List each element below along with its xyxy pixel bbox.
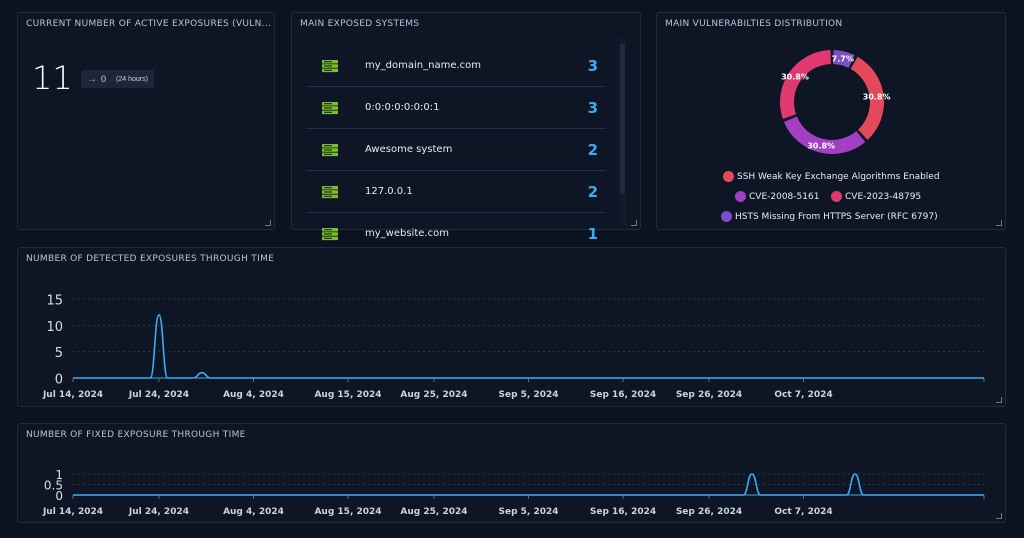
resize-handle[interactable] xyxy=(996,397,1002,403)
series-line[interactable] xyxy=(73,313,984,379)
scrollbar-thumb[interactable] xyxy=(620,44,625,194)
trend-badge: → 0 (24 hours) xyxy=(81,70,154,88)
resize-handle[interactable] xyxy=(265,220,271,226)
x-tick-label: Aug 25, 2024 xyxy=(400,390,467,400)
legend-dot xyxy=(735,191,746,202)
system-exposure-count: 3 xyxy=(587,98,598,117)
series-line[interactable] xyxy=(73,473,984,496)
vuln-distribution-panel: MAIN VULNERABILTIES DISTRIBUTION 30.8%30… xyxy=(656,12,1006,230)
donut-slice[interactable] xyxy=(833,50,855,68)
donut-slice[interactable] xyxy=(780,50,831,119)
system-row[interactable]: 127.0.0.1 2 xyxy=(306,171,606,213)
system-name: Awesome system xyxy=(365,144,453,155)
legend-item[interactable]: CVE-2023-48795 xyxy=(831,191,921,202)
system-name: 0:0:0:0:0:0:0:1 xyxy=(365,102,440,113)
legend-item[interactable]: HSTS Missing From HTTPS Server (RFC 6797… xyxy=(721,211,938,222)
y-tick-label: 0 xyxy=(55,489,63,503)
server-icon xyxy=(322,101,338,114)
slice-label: 30.8% xyxy=(807,142,835,151)
system-exposure-count: 2 xyxy=(587,182,598,201)
server-icon xyxy=(322,143,338,156)
systems-scrollbar[interactable] xyxy=(619,38,626,226)
x-tick-label: Sep 16, 2024 xyxy=(590,507,656,517)
y-tick-label: 1 xyxy=(55,468,63,482)
system-name: my_website.com xyxy=(365,228,449,239)
x-tick-label: Aug 4, 2024 xyxy=(223,507,284,517)
slice-label: 30.8% xyxy=(781,72,809,81)
legend-label: CVE-2023-48795 xyxy=(845,191,922,202)
x-tick-label: Jul 24, 2024 xyxy=(128,390,189,400)
server-icon xyxy=(322,185,338,198)
system-name: 127.0.0.1 xyxy=(365,186,413,197)
x-tick-label: Sep 5, 2024 xyxy=(498,390,558,400)
donut-slice[interactable] xyxy=(850,56,884,140)
server-icon xyxy=(322,227,338,240)
trend-value: 0 xyxy=(101,74,107,84)
slice-label: 7.7% xyxy=(832,54,854,63)
x-tick-label: Aug 4, 2024 xyxy=(223,390,284,400)
legend-dot xyxy=(831,191,842,202)
x-tick-label: Sep 5, 2024 xyxy=(498,507,558,517)
donut-chart: 30.8% 30.8% 30.8% 7.7% xyxy=(780,50,891,154)
system-exposure-count: 2 xyxy=(587,140,598,159)
legend-label: CVE-2008-5161 xyxy=(749,191,820,202)
x-tick-label: Jul 14, 2024 xyxy=(42,507,103,517)
panel-title: MAIN EXPOSED SYSTEMS xyxy=(300,19,420,29)
slice-label: 30.8% xyxy=(863,93,891,102)
system-row[interactable]: 0:0:0:0:0:0:0:1 3 xyxy=(306,87,606,129)
system-row[interactable]: Awesome system 2 xyxy=(306,129,606,171)
y-tick-label: 0.5 xyxy=(44,479,63,493)
system-exposure-count: 1 xyxy=(587,224,598,243)
server-icon xyxy=(322,59,338,72)
y-tick-label: 15 xyxy=(46,294,63,309)
legend-label: HSTS Missing From HTTPS Server (RFC 6797… xyxy=(735,211,938,222)
x-tick-label: Jul 14, 2024 xyxy=(42,390,103,400)
x-tick-label: Aug 15, 2024 xyxy=(314,507,381,517)
trend-period: (24 hours) xyxy=(116,75,148,83)
x-tick-label: Aug 25, 2024 xyxy=(400,507,467,517)
resize-handle[interactable] xyxy=(996,513,1002,519)
resize-handle[interactable] xyxy=(996,220,1002,226)
x-tick-label: Oct 7, 2024 xyxy=(774,507,832,517)
panel-title: NUMBER OF DETECTED EXPOSURES THROUGH TIM… xyxy=(26,254,275,264)
x-tick-label: Sep 16, 2024 xyxy=(590,390,656,400)
legend-label: SSH Weak Key Exchange Algorithms Enabled xyxy=(737,171,940,182)
donut-slice[interactable] xyxy=(783,116,866,154)
system-row[interactable]: my_domain_name.com 3 xyxy=(306,45,606,87)
system-exposure-count: 3 xyxy=(587,56,598,75)
active-exposures-panel: CURRENT NUMBER OF ACTIVE EXPOSURES (VULN… xyxy=(17,12,275,230)
legend-item[interactable]: SSH Weak Key Exchange Algorithms Enabled xyxy=(723,171,940,182)
resize-handle[interactable] xyxy=(631,220,637,226)
x-tick-label: Oct 7, 2024 xyxy=(774,390,832,400)
y-tick-label: 5 xyxy=(55,346,63,361)
legend-item[interactable]: CVE-2008-5161 xyxy=(735,191,819,202)
active-exposures-count: 11 xyxy=(32,59,73,97)
detected-exposures-panel: NUMBER OF DETECTED EXPOSURES THROUGH TIM… xyxy=(17,247,1006,407)
x-tick-label: Aug 15, 2024 xyxy=(314,390,381,400)
arrow-right-icon: → xyxy=(87,73,97,85)
legend-dot xyxy=(723,171,734,182)
y-tick-label: 0 xyxy=(55,373,63,388)
system-name: my_domain_name.com xyxy=(365,60,482,71)
x-tick-label: Sep 26, 2024 xyxy=(676,507,742,517)
x-tick-label: Sep 26, 2024 xyxy=(676,390,742,400)
x-tick-label: Jul 24, 2024 xyxy=(128,507,189,517)
panel-title: NUMBER OF FIXED EXPOSURE THROUGH TIME xyxy=(26,430,246,440)
y-tick-label: 10 xyxy=(46,320,63,335)
panel-title: CURRENT NUMBER OF ACTIVE EXPOSURES (VULN… xyxy=(26,19,272,29)
panel-title: MAIN VULNERABILTIES DISTRIBUTION xyxy=(665,19,843,29)
legend-dot xyxy=(721,211,732,222)
exposed-systems-panel: MAIN EXPOSED SYSTEMS my_domain_name.com 3… xyxy=(291,12,641,255)
